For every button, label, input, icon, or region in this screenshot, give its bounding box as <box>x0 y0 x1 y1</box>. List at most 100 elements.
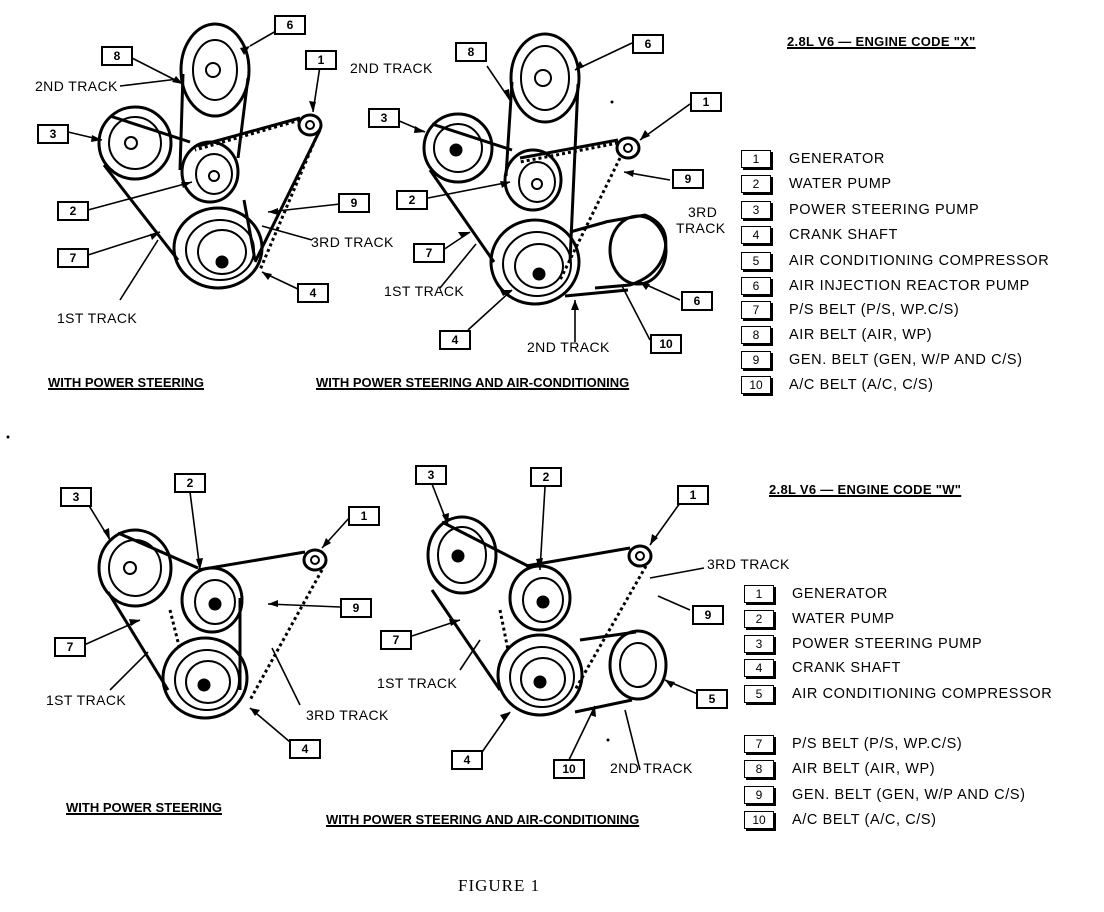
legend-text: POWER STEERING PUMP <box>789 202 980 218</box>
arrowheads-top-right <box>414 61 650 310</box>
legend-text: WATER PUMP <box>789 176 892 192</box>
crank-pulley <box>489 218 581 306</box>
track-label: 1ST TRACK <box>46 692 127 708</box>
callout: 5 <box>696 689 728 709</box>
callout: 9 <box>338 193 370 213</box>
water-pump-pulley <box>180 140 240 204</box>
track-label: 1ST TRACK <box>57 310 138 326</box>
legend-text: AIR INJECTION REACTOR PUMP <box>789 278 1030 294</box>
legend-text: A/C BELT (A/C, C/S) <box>792 812 937 828</box>
callout: 4 <box>439 330 471 350</box>
callout: 3 <box>60 487 92 507</box>
legend-number: 9 <box>741 351 771 369</box>
track-label: 2ND TRACK <box>35 78 118 94</box>
belts-bottom-right <box>430 520 637 714</box>
legend-number: 8 <box>744 760 774 778</box>
callout: 4 <box>451 750 483 770</box>
callout: 4 <box>289 739 321 759</box>
callout: 7 <box>57 248 89 268</box>
callout: 9 <box>340 598 372 618</box>
generator-pulley <box>302 548 328 572</box>
legend-number: 2 <box>744 610 774 628</box>
ps-pump-pulley <box>97 105 173 181</box>
legend-text: AIR BELT (AIR, WP) <box>789 327 933 343</box>
diagram-bottom-right <box>411 483 705 771</box>
caption-top-left: WITH POWER STEERING <box>48 375 204 390</box>
legend-number: 8 <box>741 326 771 344</box>
dot <box>6 435 10 439</box>
callout: 8 <box>455 42 487 62</box>
track-label: 2ND TRACK <box>610 760 693 776</box>
track-label: 1ST TRACK <box>377 675 458 691</box>
caption-bottom-right: WITH POWER STEERING AND AIR-CONDITIONING <box>326 812 640 827</box>
gen-belt-dotted-top-left <box>194 118 320 271</box>
legend-text: CRANK SHAFT <box>789 227 898 243</box>
engine-header-x: 2.8L V6 — ENGINE CODE "X" <box>787 34 976 49</box>
callout: 10 <box>650 334 682 354</box>
legend-text: P/S BELT (P/S, WP.C/S) <box>789 302 960 318</box>
callout: 7 <box>413 243 445 263</box>
ps-pump-pulley <box>422 112 494 184</box>
track-label: TRACK <box>676 220 726 236</box>
callout: 10 <box>553 759 585 779</box>
callout: 2 <box>396 190 428 210</box>
arrowheads-bottom-left <box>103 528 331 716</box>
crank-pulley <box>496 633 584 717</box>
legend-text: A/C BELT (A/C, C/S) <box>789 377 934 393</box>
diagram-top-left <box>67 22 341 301</box>
legend-number: 1 <box>744 585 774 603</box>
callout: 6 <box>632 34 664 54</box>
track-label: 3RD <box>688 204 718 220</box>
legend-text: AIR BELT (AIR, WP) <box>792 761 936 777</box>
legend-number: 6 <box>741 277 771 295</box>
legend-text: AIR CONDITIONING COMPRESSOR <box>789 253 1050 269</box>
callout: 1 <box>677 485 709 505</box>
crank-pulley <box>161 636 249 720</box>
track-label: 2ND TRACK <box>527 339 610 355</box>
legend-number: 4 <box>744 659 774 677</box>
legend-number: 7 <box>744 735 774 753</box>
air-pump-pulley <box>509 32 581 124</box>
legend-text: WATER PUMP <box>792 611 895 627</box>
ac-compressor <box>594 213 668 290</box>
legend-number: 10 <box>741 376 771 394</box>
callout: 2 <box>530 467 562 487</box>
callout: 3 <box>368 108 400 128</box>
legend-text: CRANK SHAFT <box>792 660 901 676</box>
water-pump-pulley <box>508 564 572 632</box>
legend-text: GENERATOR <box>792 586 888 602</box>
legend-text: AIR CONDITIONING COMPRESSOR <box>792 686 1053 702</box>
water-pump-pulley <box>180 566 244 634</box>
dot <box>606 738 610 742</box>
diagram-bottom-left <box>83 491 351 743</box>
generator-pulley <box>627 544 653 568</box>
ps-pump-pulley <box>426 515 498 595</box>
gen-belt-dotted-bottom-left <box>168 569 324 701</box>
callout: 2 <box>174 473 206 493</box>
track-label: 3RD TRACK <box>311 234 394 250</box>
track-label: 2ND TRACK <box>350 60 433 76</box>
callout: 8 <box>101 46 133 66</box>
callout: 9 <box>692 605 724 625</box>
callout: 7 <box>54 637 86 657</box>
legend-number: 1 <box>741 150 771 168</box>
dot <box>610 100 614 104</box>
callout: 2 <box>57 201 89 221</box>
ac-compressor-pulley <box>608 629 668 701</box>
belts-bottom-left <box>106 531 306 691</box>
legend-number: 7 <box>741 301 771 319</box>
legend-text: GENERATOR <box>789 151 885 167</box>
legend-text: POWER STEERING PUMP <box>792 636 983 652</box>
legend-number: 4 <box>741 226 771 244</box>
track-label: 1ST TRACK <box>384 283 465 299</box>
generator-pulley <box>297 113 323 137</box>
air-pump-pulley <box>179 22 251 118</box>
legend-number: 5 <box>741 252 771 270</box>
legend-number: 3 <box>744 635 774 653</box>
legend-text: P/S BELT (P/S, WP.C/S) <box>792 736 963 752</box>
callout: 6 <box>274 15 306 35</box>
legend-number: 9 <box>744 786 774 804</box>
callout: 3 <box>415 465 447 485</box>
caption-bottom-left: WITH POWER STEERING <box>66 800 222 815</box>
